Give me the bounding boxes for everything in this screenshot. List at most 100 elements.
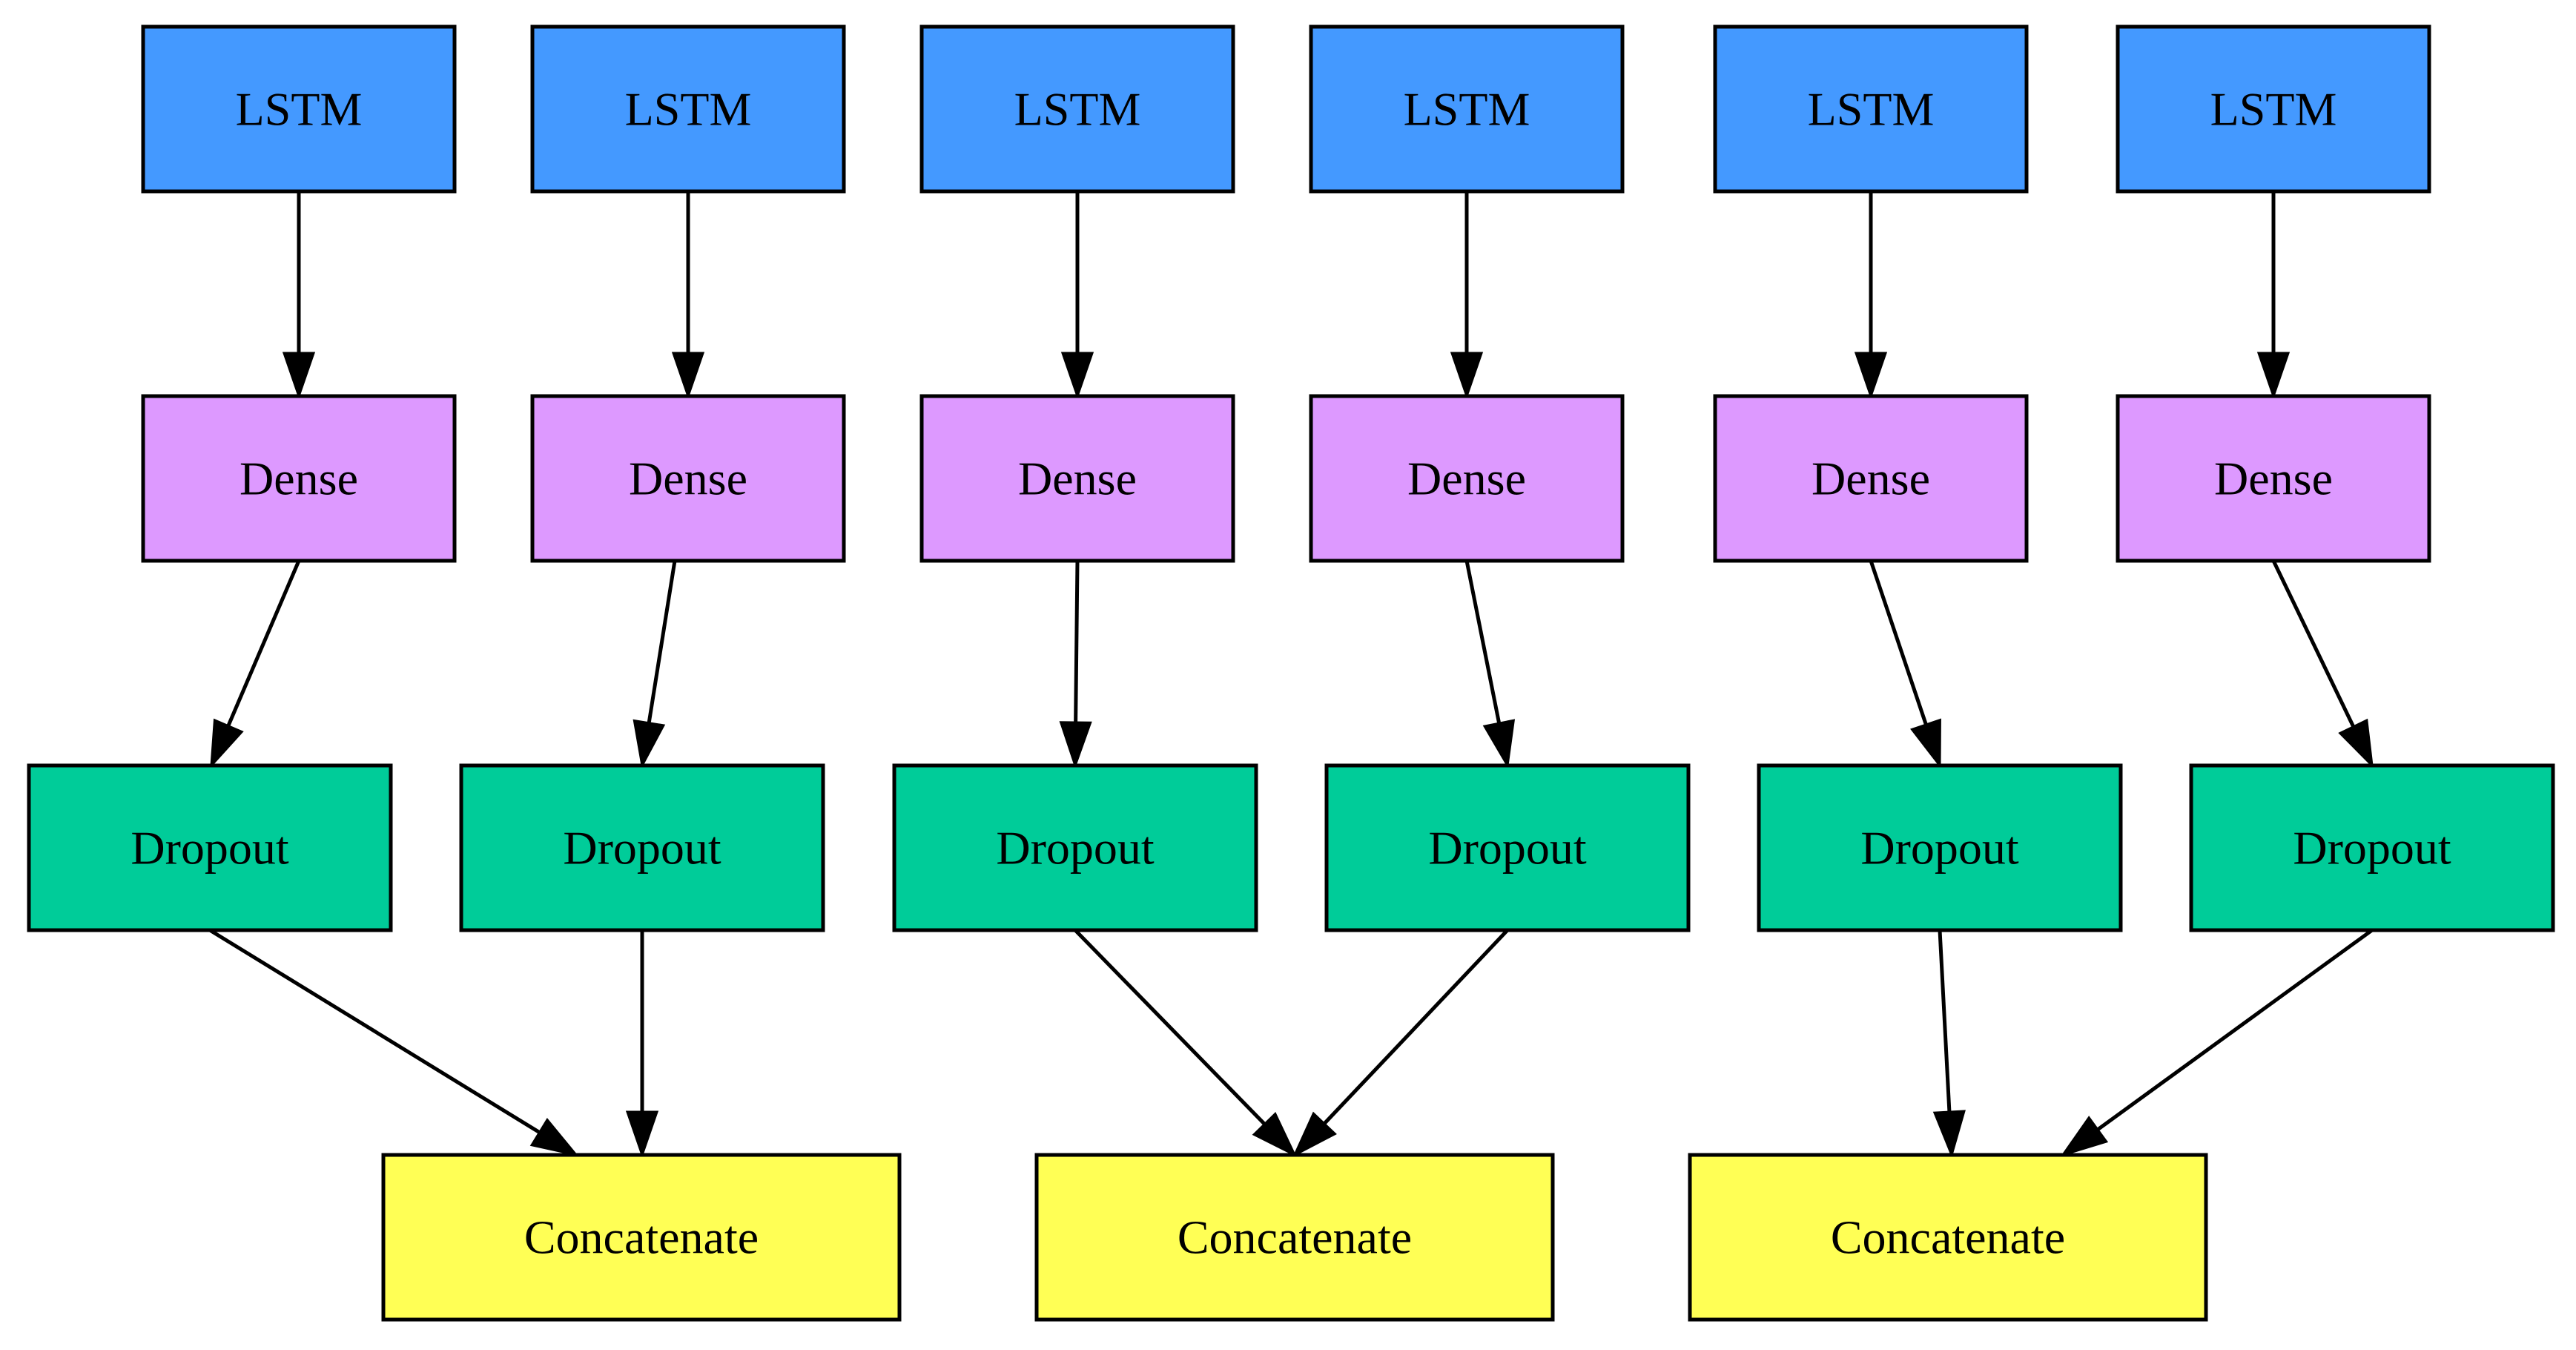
concatenate-label: Concatenate	[1178, 1211, 1412, 1264]
dropout-box	[892, 763, 1258, 932]
arrowhead	[210, 718, 244, 769]
arrowhead	[1482, 719, 1516, 769]
dropout-box	[2189, 763, 2555, 932]
dense-box	[919, 394, 1235, 563]
edge-lstm3-to-dense3	[1060, 191, 1094, 400]
edge-line	[1464, 560, 1502, 724]
lstm-label: LSTM	[625, 83, 752, 136]
arrowhead	[2060, 1116, 2109, 1157]
arrowhead	[1854, 352, 1888, 400]
arrowhead	[1060, 352, 1094, 400]
dropout-label: Dropout	[996, 822, 1155, 875]
dense-node-6: Dense	[2116, 394, 2431, 563]
edge-dense1-to-dropout1	[210, 560, 301, 769]
dropout-node-6: Dropout	[2189, 763, 2555, 932]
lstm-box	[1309, 24, 1625, 194]
concatenate-box	[381, 1153, 902, 1322]
arrowhead	[625, 1110, 659, 1159]
dense-box	[1713, 394, 2029, 563]
dropout-node-1: Dropout	[27, 763, 393, 932]
dense-box	[2116, 394, 2431, 563]
concatenate-node-1: Concatenate	[381, 1153, 902, 1322]
dropout-node-3: Dropout	[892, 763, 1258, 932]
edge-dense3-to-dropout3	[1059, 560, 1092, 769]
arrowhead	[1450, 352, 1484, 400]
concatenate-box	[1034, 1153, 1555, 1322]
lstm-node-2: LSTM	[530, 24, 846, 194]
edge-lstm4-to-dense4	[1450, 191, 1484, 400]
dropout-node-4: Dropout	[1324, 763, 1691, 932]
dense-node-2: Dense	[530, 394, 846, 563]
edge-dense4-to-dropout4	[1464, 560, 1516, 769]
concatenate-box	[1688, 1153, 2208, 1322]
concatenate-label: Concatenate	[1831, 1211, 2065, 1264]
edge-dense6-to-dropout6	[2271, 559, 2374, 769]
dense-label: Dense	[1018, 452, 1137, 505]
arrowhead	[2256, 352, 2291, 400]
edge-lstm6-to-dense6	[2256, 191, 2291, 400]
dropout-label: Dropout	[131, 822, 289, 875]
edge-dropout5-to-concatenate3	[1932, 929, 1966, 1159]
edge-line	[1938, 929, 1952, 1113]
edge-line	[1074, 929, 1266, 1126]
edge-line	[1323, 929, 1509, 1125]
dense-label: Dense	[629, 452, 747, 505]
edge-line	[226, 560, 301, 727]
edge-line	[2271, 559, 2356, 728]
dropout-label: Dropout	[2293, 822, 2451, 875]
dropout-node-2: Dropout	[459, 763, 825, 932]
edge-dense2-to-dropout2	[633, 560, 677, 769]
lstm-box	[2116, 24, 2431, 194]
edge-lstm2-to-dense2	[671, 191, 705, 400]
concatenate-node-2: Concatenate	[1034, 1153, 1555, 1322]
dropout-box	[459, 763, 825, 932]
lstm-box	[530, 24, 846, 194]
arrowhead	[1910, 718, 1941, 769]
dropout-label: Dropout	[1428, 822, 1587, 875]
edge-lstm5-to-dense5	[1854, 191, 1888, 400]
dense-label: Dense	[1812, 452, 1930, 505]
lstm-node-6: LSTM	[2116, 24, 2431, 194]
arrowhead	[1059, 721, 1092, 769]
edge-line	[647, 560, 677, 724]
arrowhead	[1252, 1111, 1298, 1158]
edges	[208, 191, 2374, 1159]
lstm-label: LSTM	[236, 83, 363, 136]
edge-line	[2096, 928, 2374, 1131]
concatenate-label: Concatenate	[524, 1211, 759, 1264]
lstm-box	[141, 24, 457, 194]
dense-label: Dense	[240, 452, 358, 505]
dropout-box	[1324, 763, 1691, 932]
arrowhead	[1292, 1111, 1337, 1158]
arrowhead	[671, 352, 705, 400]
lstm-label: LSTM	[2210, 83, 2337, 136]
lstm-box	[919, 24, 1235, 194]
edge-dropout6-to-concatenate3	[2060, 928, 2374, 1157]
dense-node-5: Dense	[1713, 394, 2029, 563]
dropout-node-5: Dropout	[1757, 763, 2123, 932]
lstm-node-1: LSTM	[141, 24, 457, 194]
lstm-label: LSTM	[1808, 83, 1935, 136]
dense-box	[530, 394, 846, 563]
edge-dropout2-to-concatenate1	[625, 930, 659, 1159]
dropout-label: Dropout	[563, 822, 721, 875]
lstm-label: LSTM	[1404, 83, 1530, 136]
edge-dropout4-to-concatenate2	[1292, 929, 1509, 1158]
dense-node-3: Dense	[919, 394, 1235, 563]
arrowhead	[2338, 718, 2374, 769]
dense-node-1: Dense	[141, 394, 457, 563]
arrowhead	[1932, 1110, 1966, 1159]
edge-dense5-to-dropout5	[1869, 560, 1941, 769]
arrowhead	[282, 352, 316, 400]
edge-line	[1074, 560, 1080, 723]
dense-label: Dense	[1407, 452, 1526, 505]
lstm-node-3: LSTM	[919, 24, 1235, 194]
dropout-box	[27, 763, 393, 932]
dropout-box	[1757, 763, 2123, 932]
edge-lstm1-to-dense1	[282, 191, 316, 400]
lstm-box	[1713, 24, 2029, 194]
edge-dropout3-to-concatenate2	[1074, 929, 1298, 1158]
edge-line	[208, 928, 541, 1134]
